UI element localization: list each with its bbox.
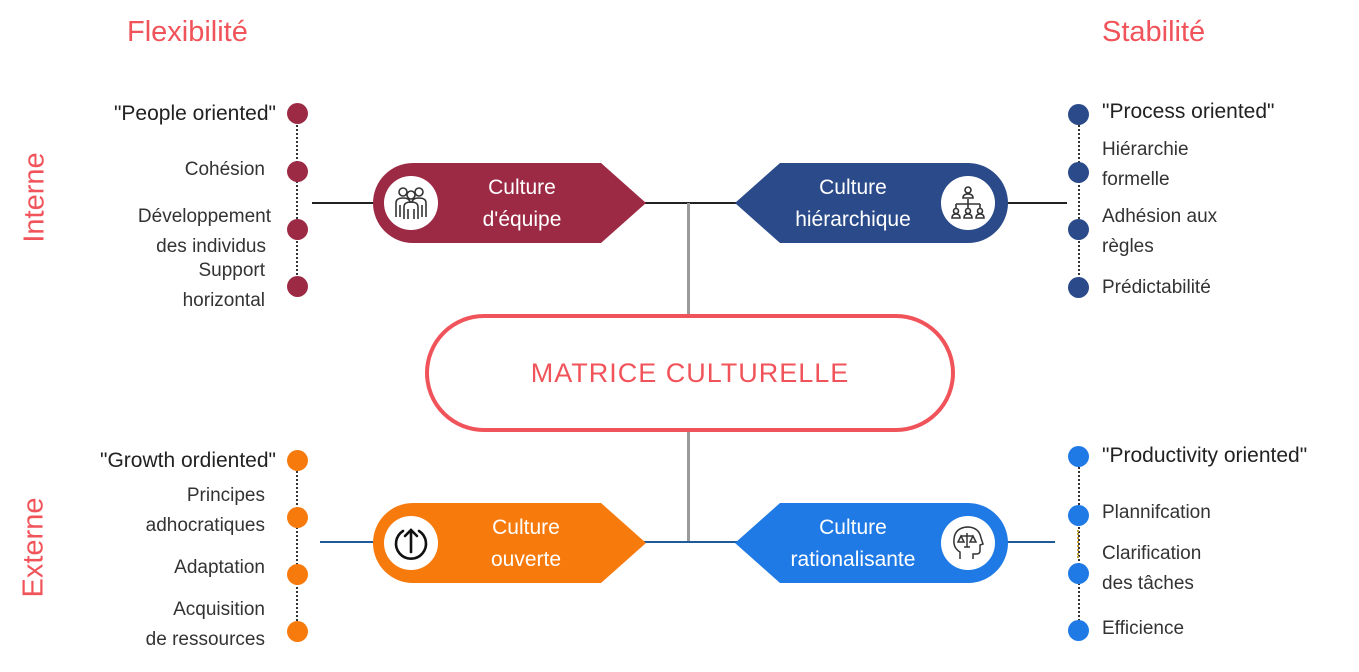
open-dot-4 xyxy=(287,621,308,642)
hierarchy-item-regles: règles xyxy=(1102,236,1154,257)
open-item-header: "Growth ordiented" xyxy=(100,449,276,472)
head-scales-icon xyxy=(941,516,995,570)
open-item-de-ressources: de ressources xyxy=(145,629,265,650)
rational-pill xyxy=(735,503,1008,583)
rational-item-header: "Productivity oriented" xyxy=(1102,444,1308,467)
team-dotted-line xyxy=(296,114,298,286)
team-item-header: "People oriented" xyxy=(113,102,276,125)
open-item-adaptation: Adaptation xyxy=(174,557,265,578)
bottom-connector-center xyxy=(640,541,745,543)
open-dot-1 xyxy=(287,450,308,471)
hierarchy-item-hierarchie: Hiérarchie xyxy=(1102,139,1189,160)
hierarchy-item-adhesion: Adhésion aux xyxy=(1102,206,1218,227)
rational-dot-4 xyxy=(1068,620,1089,641)
rational-dotted-accent xyxy=(1077,530,1079,558)
open-dotted-line xyxy=(296,460,298,632)
hierarchy-dot-1 xyxy=(1068,104,1089,125)
team-dot-4 xyxy=(287,276,308,297)
team-pill-line1: Culture xyxy=(488,176,556,199)
team-dot-1 xyxy=(287,103,308,124)
open-dot-3 xyxy=(287,564,308,585)
axis-label-externe: Externe xyxy=(17,497,50,598)
team-dot-2 xyxy=(287,161,308,182)
hierarchy-dot-2 xyxy=(1068,162,1089,183)
open-pill xyxy=(373,503,646,583)
hierarchy-pill-line1: Culture xyxy=(819,176,887,199)
top-connector-left xyxy=(312,202,392,204)
team-item-des-individus: des individus xyxy=(156,236,266,257)
open-pill-line2: ouverte xyxy=(490,548,562,571)
bottom-connector-right xyxy=(995,541,1055,543)
team-dot-3 xyxy=(287,219,308,240)
center-matrix-pill: MATRICE CULTURELLE xyxy=(425,314,955,432)
hierarchy-pill-line2: hiérarchique xyxy=(795,208,911,231)
team-pill xyxy=(373,163,646,243)
hierarchy-item-formelle: formelle xyxy=(1102,169,1170,190)
hierarchy-dot-4 xyxy=(1068,277,1089,298)
axis-label-flexibilite: Flexibilité xyxy=(127,16,248,48)
hierarchy-dot-3 xyxy=(1068,219,1089,240)
team-item-developpement: Développement xyxy=(137,206,271,227)
rational-item-efficience: Efficience xyxy=(1102,618,1185,639)
open-item-acquisition: Acquisition xyxy=(173,599,265,620)
org-chart-icon xyxy=(941,176,995,230)
axis-label-interne: Interne xyxy=(18,152,51,243)
team-pill-line2: d'équipe xyxy=(482,208,562,231)
team-item-horizontal: horizontal xyxy=(182,290,265,311)
team-item-support: Support xyxy=(198,260,265,281)
rational-item-des-taches: des tâches xyxy=(1102,573,1194,594)
open-dot-2 xyxy=(287,507,308,528)
power-up-arrow-icon xyxy=(384,516,438,570)
rational-item-plannifcation: Plannifcation xyxy=(1102,502,1211,523)
vertical-connector-top xyxy=(687,203,690,315)
rational-dot-1 xyxy=(1068,446,1089,467)
bottom-connector-left xyxy=(320,541,392,543)
team-people-icon xyxy=(384,176,438,230)
open-pill-line1: Culture xyxy=(492,516,560,539)
top-connector-right xyxy=(995,202,1067,204)
axis-label-stabilite: Stabilité xyxy=(1102,16,1206,48)
rational-pill-line2: rationalisante xyxy=(790,548,916,571)
rational-dotted-line xyxy=(1078,456,1080,632)
hierarchy-item-header: "Process oriented" xyxy=(1102,100,1275,123)
hierarchy-pill xyxy=(735,163,1008,243)
center-matrix-label: MATRICE CULTURELLE xyxy=(530,357,850,388)
open-item-principes: Principes xyxy=(186,485,265,506)
rational-pill-line1: Culture xyxy=(819,516,887,539)
rational-dot-3 xyxy=(1068,563,1089,584)
top-connector-center xyxy=(640,202,745,204)
team-item-cohesion: Cohésion xyxy=(184,159,265,180)
vertical-connector-bottom xyxy=(687,432,690,542)
open-item-adhocratiques: adhocratiques xyxy=(145,515,265,536)
rational-dot-2 xyxy=(1068,505,1089,526)
rational-item-clarification: Clarification xyxy=(1102,543,1202,564)
hierarchy-dotted-line xyxy=(1078,114,1080,286)
hierarchy-item-predictabilite: Prédictabilité xyxy=(1102,277,1211,298)
